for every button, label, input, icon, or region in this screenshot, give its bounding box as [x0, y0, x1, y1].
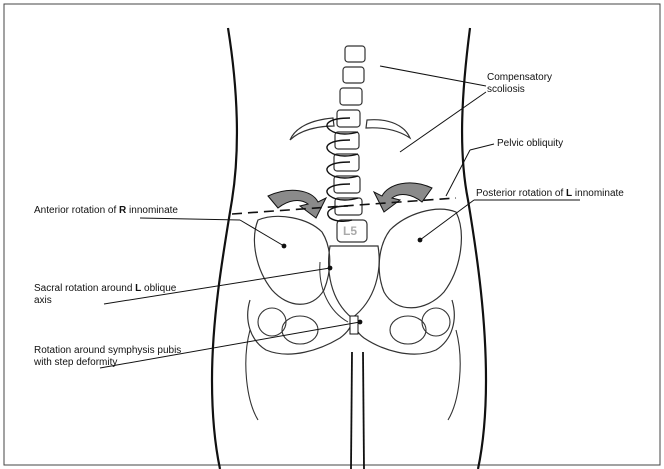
- ilium-right: [379, 209, 461, 308]
- label-pelvic-obliquity: Pelvic obliquity: [497, 138, 563, 150]
- vertebra: [340, 88, 362, 105]
- label-line: Rotation around symphysis pubis: [34, 345, 181, 357]
- label-line: scoliosis: [487, 84, 552, 96]
- label-line: with step deformity: [34, 357, 181, 369]
- sacrum: [329, 246, 380, 318]
- vertebra: [343, 67, 364, 83]
- vertebra-l5-label: L5: [343, 224, 357, 238]
- label-anterior-rotation: Anterior rotation of R innominate: [34, 205, 178, 217]
- label-line: Sacral rotation around L oblique: [34, 283, 176, 295]
- leg-divide-right: [363, 352, 364, 469]
- symphysis-pubis: [350, 316, 358, 334]
- label-sacral-rotation: Sacral rotation around L oblique axis: [34, 283, 176, 307]
- spine: [334, 46, 367, 242]
- ilium-left: [254, 216, 329, 304]
- body-outline-left: [212, 28, 237, 469]
- rib-right: [366, 120, 410, 138]
- rib-left: [290, 118, 334, 140]
- femur-left: [246, 330, 258, 420]
- obturator-right: [390, 316, 426, 344]
- frame-border: [4, 4, 660, 465]
- pubis-left: [248, 300, 352, 354]
- femur-right: [448, 330, 460, 420]
- label-symphysis-rotation: Rotation around symphysis pubis with ste…: [34, 345, 181, 369]
- label-posterior-rotation: Posterior rotation of L innominate: [476, 188, 624, 200]
- leader-dots: [282, 238, 423, 325]
- vertebra: [345, 46, 365, 62]
- label-compensatory-scoliosis: Compensatory scoliosis: [487, 72, 552, 96]
- femoral-head-left: [258, 308, 286, 336]
- label-line: Compensatory: [487, 72, 552, 84]
- rotation-arrow-right: [374, 183, 432, 212]
- rotation-arrow-left: [268, 190, 326, 218]
- femoral-head-right: [422, 308, 450, 336]
- label-line: axis: [34, 295, 176, 307]
- leg-divide-left: [351, 352, 352, 469]
